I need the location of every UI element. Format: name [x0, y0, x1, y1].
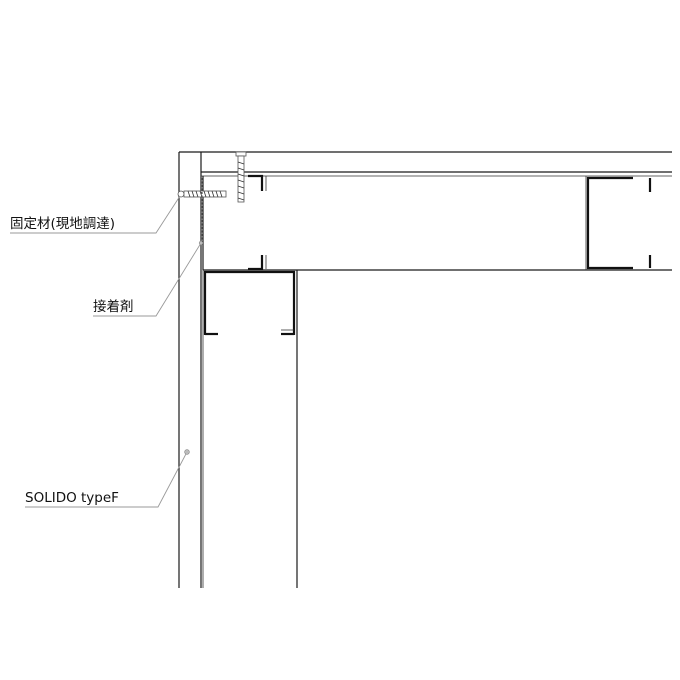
- screw-vertical: [235, 151, 247, 203]
- leader-adhesive: [93, 242, 202, 317]
- leader-fixing-material: [10, 195, 181, 234]
- steel-beam-horizontal: [202, 174, 672, 271]
- screw-horizontal: [177, 190, 227, 198]
- ceiling-panel: [179, 151, 672, 177]
- leader-panel-dot: [184, 449, 190, 455]
- leader-panel: [25, 451, 188, 508]
- wall-panel-solido: [178, 151, 202, 588]
- label-fixing-material: 固定材(現地調達): [10, 216, 115, 232]
- label-panel: SOLIDO typeF: [25, 490, 119, 506]
- steel-column-vertical: [202, 270, 298, 588]
- label-adhesive: 接着剤: [93, 298, 134, 315]
- leader-adhesive-dot: [198, 240, 204, 246]
